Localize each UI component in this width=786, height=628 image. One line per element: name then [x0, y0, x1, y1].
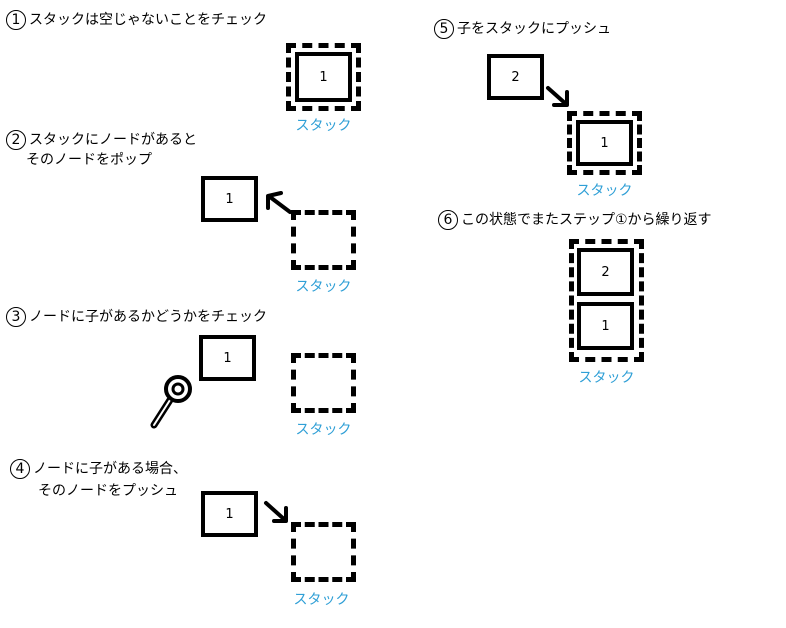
- step-3-stack: [291, 353, 356, 413]
- node-label: 1: [601, 318, 610, 334]
- step-2-stack-label: スタック: [295, 279, 352, 295]
- step-4-stack-label: スタック: [293, 592, 350, 608]
- push-arrow-icon: [264, 501, 288, 523]
- step-1-node: 1: [295, 52, 352, 102]
- pop-arrow-icon: [266, 191, 292, 214]
- magnifier-icon: [150, 375, 192, 429]
- push-child-arrow-icon: [546, 86, 569, 107]
- step-5-stack: [567, 111, 642, 175]
- step-4-text: ノードに子がある場合、: [33, 461, 187, 477]
- step-5-stack-label: スタック: [576, 183, 633, 199]
- step-4-text-line2: そのノードをプッシュ: [38, 483, 178, 499]
- node-label: 1: [600, 135, 609, 151]
- step-2-text-line2: そのノードをポップ: [26, 152, 152, 168]
- step-3-stack-label: スタック: [295, 422, 352, 438]
- step-4-stack: [291, 522, 356, 582]
- step-2-text: スタックにノードがあると: [29, 132, 197, 148]
- step-5-child-node: 2: [487, 54, 544, 100]
- step-1-stack: [286, 43, 361, 111]
- step-6-stack: [569, 239, 644, 362]
- node-label: 2: [511, 69, 520, 85]
- step-4-number: 4: [10, 459, 30, 479]
- step-1-number: 1: [6, 10, 26, 30]
- step-3-number: 3: [6, 307, 26, 327]
- step-2-stack: [291, 210, 356, 270]
- step-6-number: 6: [438, 210, 458, 230]
- step-6-top-node: 2: [577, 248, 634, 296]
- step-1-text: スタックは空じゃないことをチェック: [29, 12, 267, 28]
- step-2-popped-node: 1: [201, 176, 258, 222]
- node-label: 2: [601, 264, 610, 280]
- node-label: 1: [225, 191, 234, 207]
- step-6-text: この状態でまたステップ①から繰り返す: [461, 212, 712, 228]
- node-label: 1: [223, 350, 232, 366]
- step-5-number: 5: [434, 19, 454, 39]
- step-4-node: 1: [201, 491, 258, 537]
- step-2-number: 2: [6, 130, 26, 150]
- step-5-stack-node: 1: [576, 120, 633, 166]
- step-3-node: 1: [199, 335, 256, 381]
- node-label: 1: [319, 69, 328, 85]
- node-label: 1: [225, 506, 234, 522]
- step-1-stack-label: スタック: [295, 118, 352, 134]
- step-3-text: ノードに子があるかどうかをチェック: [29, 309, 267, 325]
- step-6-bottom-node: 1: [577, 302, 634, 350]
- step-5-text: 子をスタックにプッシュ: [457, 21, 611, 37]
- step-6-stack-label: スタック: [578, 370, 635, 386]
